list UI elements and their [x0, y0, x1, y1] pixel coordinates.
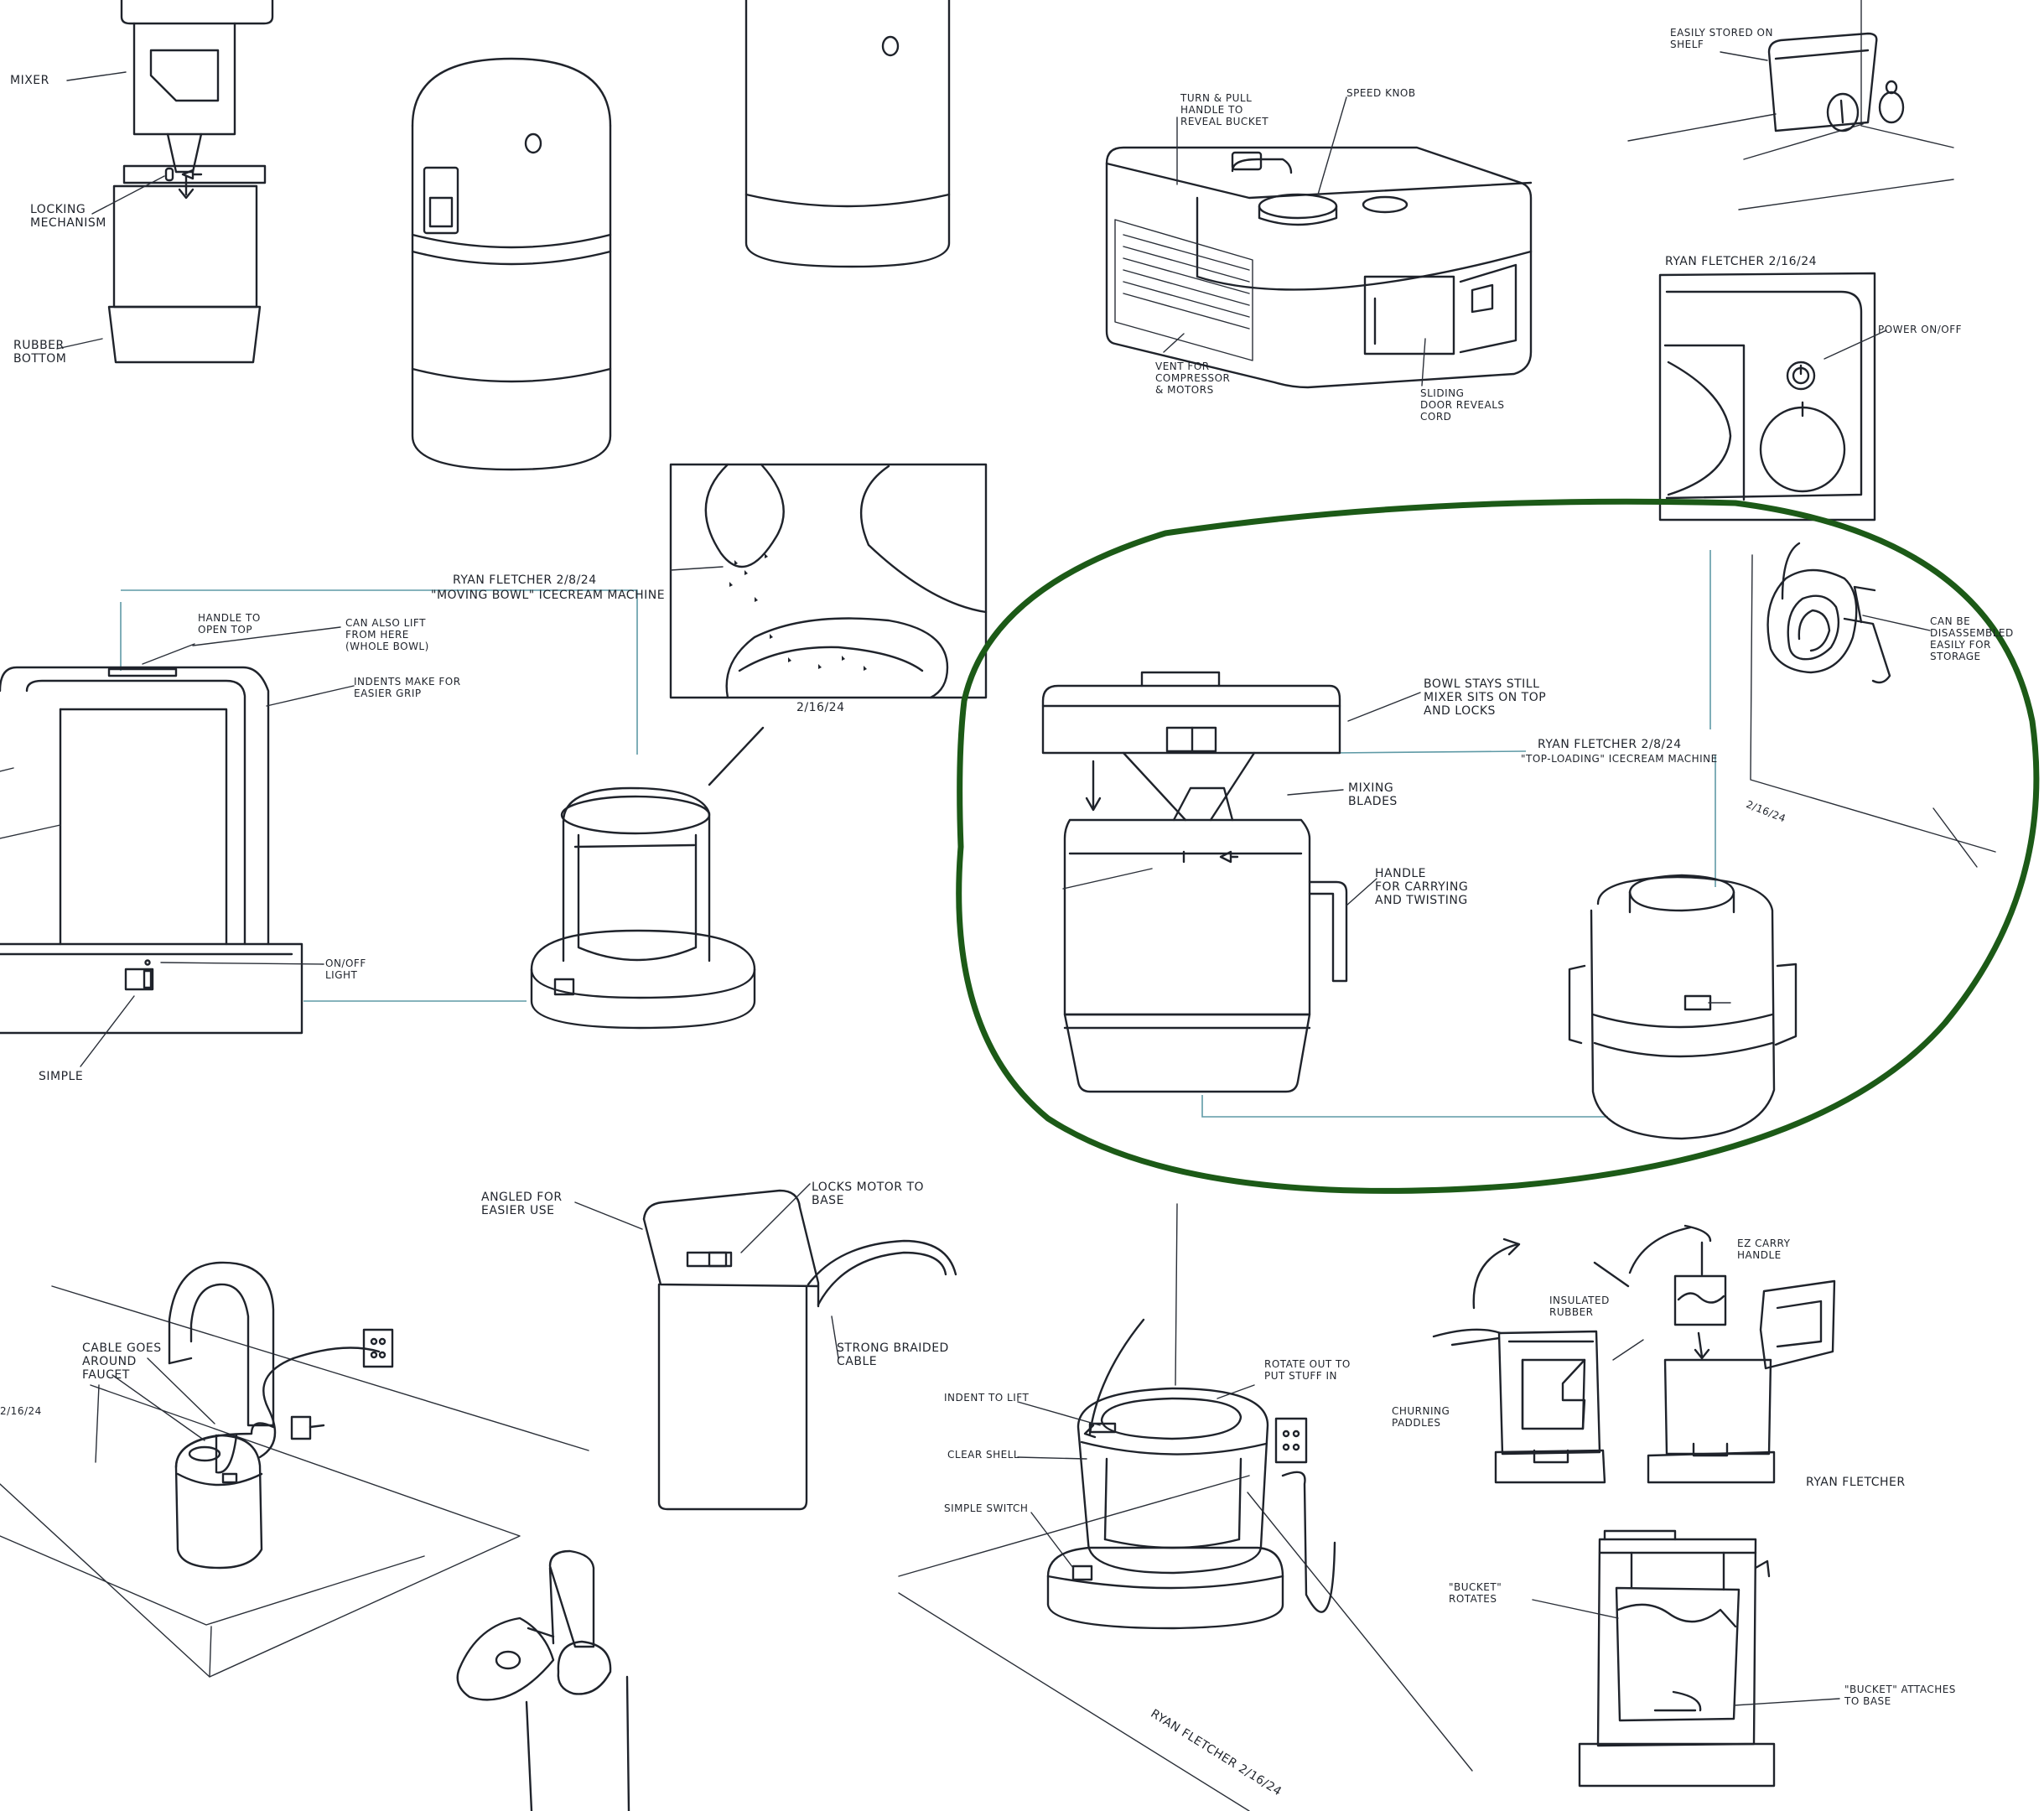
date-3: 2/16/24	[0, 1405, 42, 1417]
label-ez-carry: EZ CARRY HANDLE	[1737, 1238, 1791, 1261]
sketch-top-loading	[959, 501, 2036, 1191]
signature-5: RYAN FLETCHER	[1806, 1476, 1906, 1489]
label-indent-to-lift: INDENT TO LIFT	[944, 1392, 1030, 1404]
label-simple-switch: SIMPLE SWITCH	[944, 1502, 1029, 1514]
highlight-circle	[959, 501, 2036, 1191]
sketch-clear-shell	[899, 1204, 1472, 1811]
moving-bowl-title: "MOVING BOWL" ICECREAM MACHINE	[431, 589, 666, 602]
label-locks-motor: LOCKS MOTOR TO BASE	[812, 1181, 925, 1207]
label-power-on-off: POWER ON/OFF	[1878, 324, 1962, 335]
label-strong-cable: STRONG BRAIDED CABLE	[837, 1341, 949, 1368]
sketch-shelf-machine	[1628, 0, 1953, 210]
sketch-tall-cylinder	[746, 0, 949, 267]
sketch-paddles-bucket	[1434, 1226, 1839, 1786]
label-bucket-attaches: "BUCKET" ATTACHES TO BASE	[1844, 1684, 1956, 1707]
sketch-moving-bowl	[0, 590, 637, 1066]
sketch-box-machine	[1107, 97, 1531, 387]
signature-3: RYAN FLETCHER 2/8/24	[1538, 738, 1682, 751]
label-on-off-light: ON/OFF LIGHT	[325, 957, 366, 981]
label-sliding-door: SLIDING DOOR REVEALS CORD	[1420, 387, 1505, 423]
label-rotate-out: ROTATE OUT TO PUT STUFF IN	[1264, 1358, 1351, 1382]
label-vent: VENT FOR COMPRESSOR & MOTORS	[1155, 361, 1231, 396]
label-locking-mechanism: LOCKING MECHANISM	[30, 203, 106, 230]
label-turn-pull-handle: TURN & PULL HANDLE TO REVEAL BUCKET	[1180, 92, 1269, 127]
label-angled: ANGLED FOR EASIER USE	[481, 1191, 563, 1217]
label-handle-open-top: HANDLE TO OPEN TOP	[198, 612, 261, 636]
label-simple: SIMPLE	[39, 1070, 84, 1083]
label-bucket-rotates: "BUCKET" ROTATES	[1449, 1581, 1502, 1605]
label-indents: INDENTS MAKE FOR EASIER GRIP	[354, 676, 461, 699]
label-mixer: MIXER	[10, 74, 49, 87]
label-bowl-stays-still: BOWL STAYS STILL MIXER SITS ON TOP AND L…	[1424, 677, 1547, 718]
label-easily-stored: EASILY STORED ON SHELF	[1670, 27, 1773, 50]
label-churning-paddles: CHURNING PADDLES	[1392, 1405, 1450, 1429]
sketch-angled-machine	[575, 1184, 956, 1509]
signature-1: RYAN FLETCHER 2/16/24	[1665, 255, 1818, 268]
label-speed-knob: SPEED KNOB	[1346, 87, 1416, 99]
label-cable-goes: CABLE GOES AROUND FAUCET	[82, 1341, 162, 1382]
label-insulated-rubber: INSULATED RUBBER	[1549, 1295, 1610, 1318]
top-loading-title: "TOP-LOADING" ICECREAM MACHINE	[1521, 753, 1718, 765]
label-rubber-bottom: RUBBER BOTTOM	[13, 339, 67, 366]
date-1: 2/16/24	[796, 701, 845, 714]
sketch-sink-faucet	[0, 1263, 629, 1811]
label-clear-shell: CLEAR SHELL	[947, 1449, 1020, 1461]
sketch-power-panel	[1660, 273, 1886, 520]
label-can-be-disassembled: CAN BE DISASSEMBLED EASILY FOR STORAGE	[1930, 615, 2014, 662]
signature-2: RYAN FLETCHER 2/8/24	[453, 573, 597, 587]
label-handle-carrying: HANDLE FOR CARRYING AND TWISTING	[1375, 867, 1469, 907]
sketch-cylinder-switch	[412, 59, 610, 470]
sketch-exploded-mixer	[57, 0, 272, 362]
sketch-clear-bowl	[532, 464, 986, 1028]
label-mixing-blades: MIXING BLADES	[1348, 781, 1398, 808]
label-can-also-lift: CAN ALSO LIFT FROM HERE (WHOLE BOWL)	[345, 617, 429, 652]
